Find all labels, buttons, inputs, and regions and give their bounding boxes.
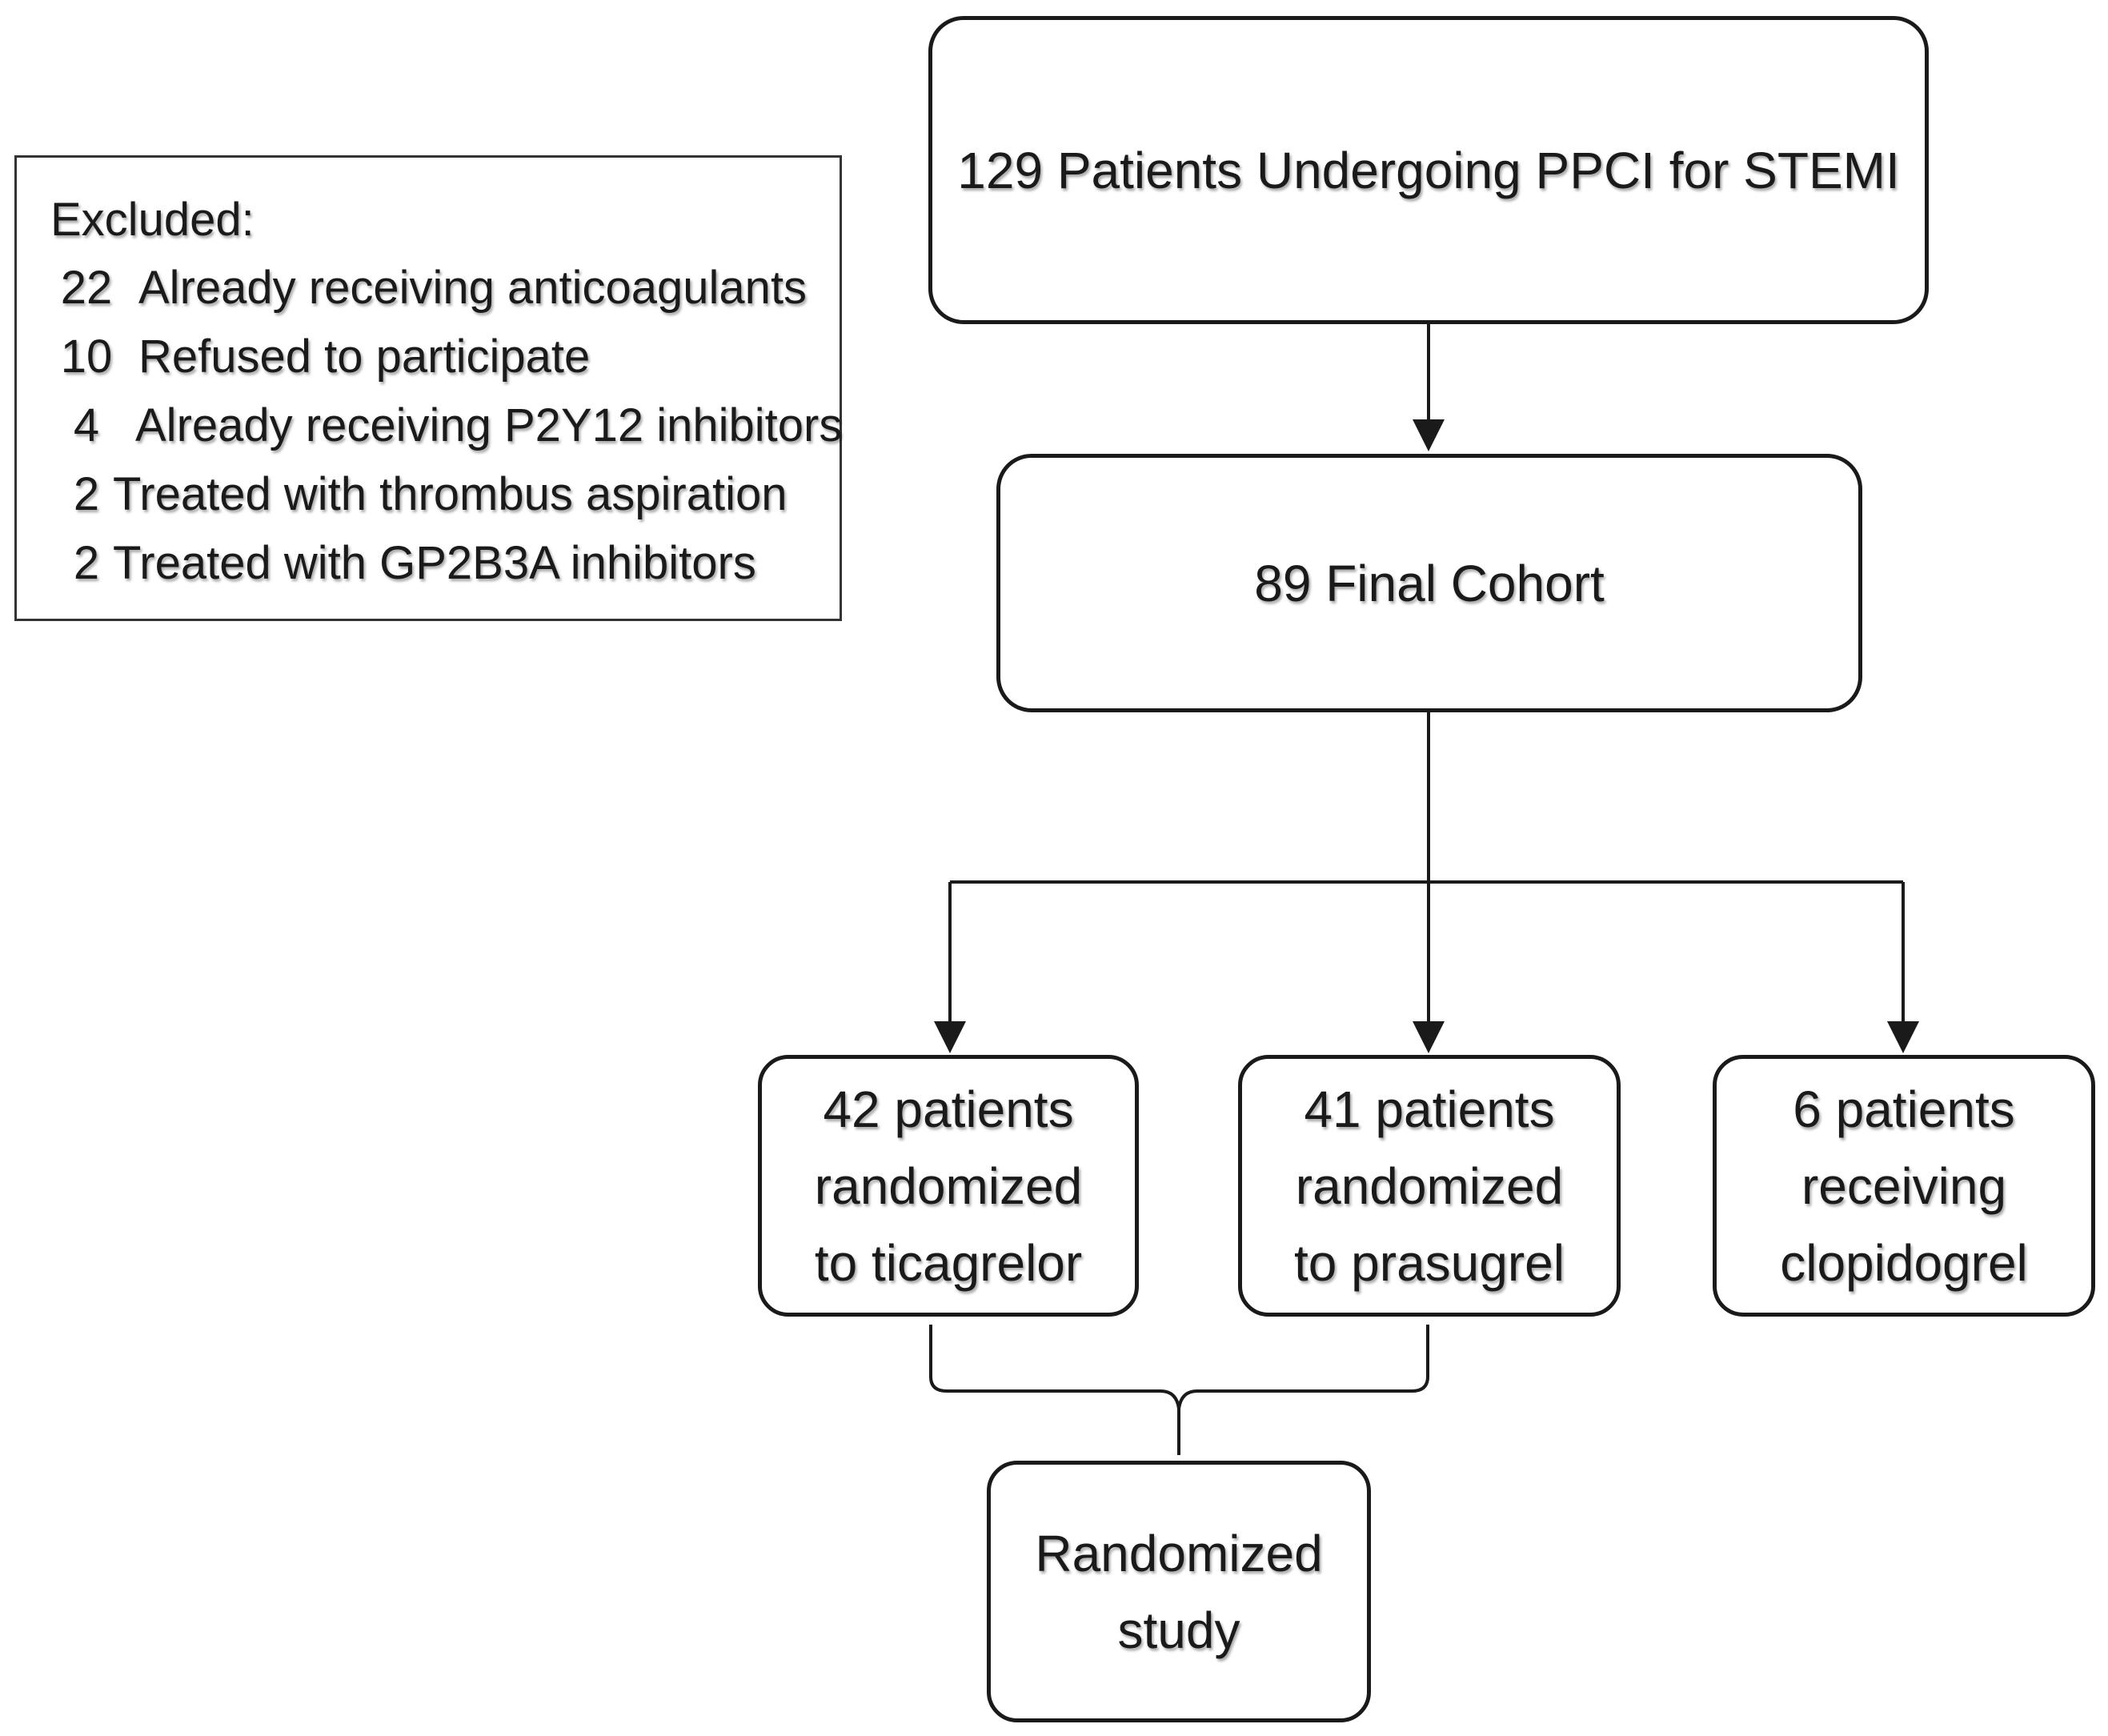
brace-randomized-groups bbox=[929, 1325, 1429, 1409]
exclusion-count: 22 bbox=[60, 262, 113, 314]
node-prasugrel-group: 41 patients randomized to prasugrel bbox=[1238, 1055, 1621, 1317]
node-label: study bbox=[1117, 1601, 1240, 1659]
node-label: to prasugrel bbox=[1294, 1233, 1565, 1292]
exclusion-count: 2 bbox=[73, 537, 100, 589]
node-enrolled-patients: 129 Patients Undergoing PPCI for STEMI bbox=[928, 16, 1929, 324]
exclusion-title: Excluded: bbox=[50, 194, 254, 246]
node-label: 42 patients bbox=[823, 1080, 1074, 1138]
node-label: to ticagrelor bbox=[814, 1233, 1083, 1292]
node-ticagrelor-group: 42 patients randomized to ticagrelor bbox=[758, 1055, 1139, 1317]
node-label: 89 Final Cohort bbox=[1254, 554, 1605, 612]
exclusion-item: 10 Refused to participate bbox=[17, 323, 833, 391]
node-label: randomized bbox=[1295, 1157, 1564, 1215]
exclusion-reason: Treated with GP2B3A inhibitors bbox=[113, 537, 756, 589]
node-clopidogrel-group: 6 patients receiving clopidogrel bbox=[1713, 1055, 2095, 1317]
node-final-cohort: 89 Final Cohort bbox=[996, 454, 1862, 712]
node-label: Randomized bbox=[1035, 1524, 1323, 1582]
exclusion-item: 22 Already receiving anticoagulants bbox=[17, 254, 833, 323]
node-label: clopidogrel bbox=[1780, 1233, 2028, 1292]
exclusion-count: 2 bbox=[73, 468, 100, 520]
node-label: 41 patients bbox=[1304, 1080, 1555, 1138]
exclusion-reason: Already receiving P2Y12 inhibitors bbox=[135, 399, 843, 451]
node-label: receiving bbox=[1801, 1157, 2007, 1215]
exclusion-item: 4 Already receiving P2Y12 inhibitors bbox=[17, 391, 843, 460]
exclusion-count: 4 bbox=[73, 399, 100, 451]
node-randomized-study: Randomized study bbox=[987, 1461, 1371, 1722]
node-label: 129 Patients Undergoing PPCI for STEMI bbox=[957, 141, 1900, 199]
node-label: 6 patients bbox=[1793, 1080, 2015, 1138]
exclusion-reason: Refused to participate bbox=[138, 331, 591, 383]
exclusion-reason: Treated with thrombus aspiration bbox=[113, 468, 787, 520]
exclusion-reason: Already receiving anticoagulants bbox=[138, 262, 808, 314]
exclusion-item: 2 Treated with thrombus aspiration bbox=[17, 460, 833, 529]
exclusion-box: Excluded: 22 Already receiving anticoagu… bbox=[14, 155, 842, 621]
exclusion-item: 2 Treated with GP2B3A inhibitors bbox=[17, 529, 833, 598]
node-label: randomized bbox=[814, 1157, 1083, 1215]
exclusion-count: 10 bbox=[60, 331, 113, 383]
